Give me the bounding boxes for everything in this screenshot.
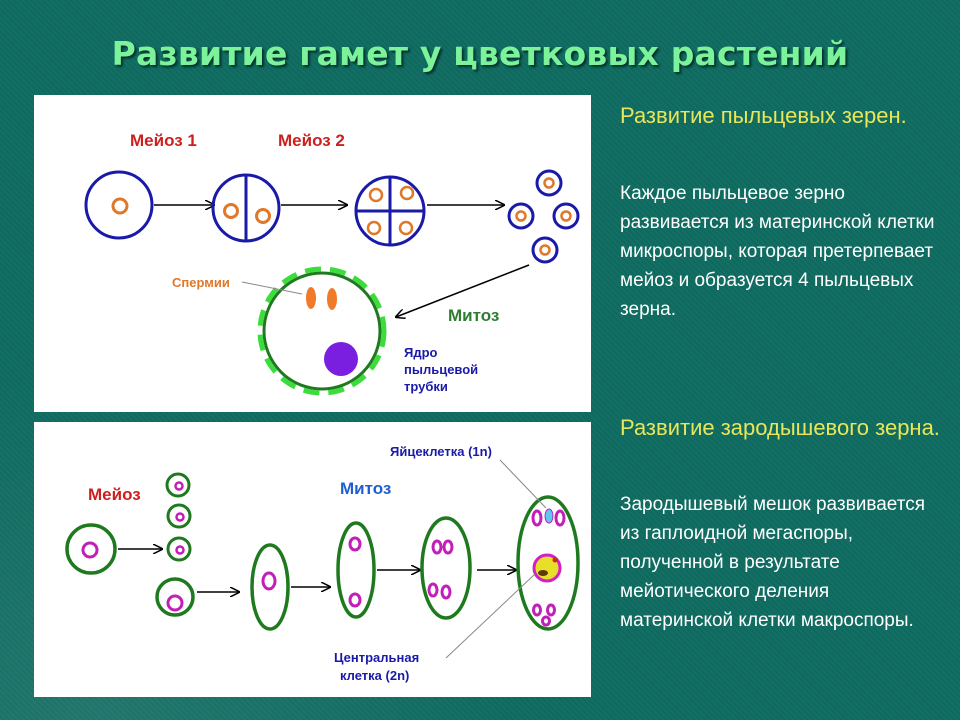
egg-cell-label: Яйцеклетка (1n) — [390, 444, 492, 459]
meiosis-label: Мейоз — [88, 485, 141, 504]
tube-nucleus-label-1: Ядро — [404, 345, 438, 360]
sperm-pointer — [241, 281, 303, 295]
central-cell-label-1: Центральная — [334, 650, 419, 665]
megaspore-cells — [155, 472, 195, 617]
mitosis-label: Митоз — [448, 306, 499, 325]
central-cell-pointer — [445, 573, 536, 659]
meiosis-1-label: Мейоз 1 — [130, 131, 197, 150]
microspore-mother-cell — [84, 170, 154, 240]
page-title: Развитие гамет у цветковых растений — [111, 34, 849, 73]
tube-nucleus-label-2: пыльцевой — [404, 362, 478, 377]
embryo-sac-diagram-panel: Мейоз Митоз — [34, 422, 591, 697]
pollen-diagram: Мейоз 1 Мейоз 2 — [84, 131, 580, 396]
pollen-description: Каждое пыльцевое зерно развивается из ма… — [620, 183, 935, 320]
embryo-heading: Развитие зародышевого зерна. — [620, 415, 940, 440]
microspore-cells — [507, 169, 580, 264]
pollen-heading: Развитие пыльцевых зерен. — [620, 103, 907, 128]
mitosis-label: Митоз — [340, 479, 391, 498]
egg-cell-pointer — [499, 459, 547, 509]
dyad-cell — [211, 173, 281, 243]
pollen-grain — [257, 266, 387, 396]
sperm-label: Спермии — [172, 275, 230, 290]
mitosis-arrow — [396, 264, 530, 317]
embryo-sac-diagram: Мейоз Митоз — [65, 444, 580, 683]
meiosis-2-label: Мейоз 2 — [278, 131, 345, 150]
tube-nucleus-label-3: трубки — [404, 379, 448, 394]
four-nucleate-cell — [420, 516, 472, 620]
functional-megaspore — [250, 543, 290, 631]
pollen-diagram-panel: Мейоз 1 Мейоз 2 — [34, 95, 591, 412]
central-cell-label-2: клетка (2n) — [340, 668, 409, 683]
tetrad-cell — [354, 175, 426, 247]
embryo-sac — [516, 495, 580, 631]
two-nucleate-cell — [336, 521, 376, 619]
megaspore-mother-cell — [65, 523, 117, 575]
embryo-description: Зародышевый мешок развивается из гаплоид… — [620, 494, 925, 631]
